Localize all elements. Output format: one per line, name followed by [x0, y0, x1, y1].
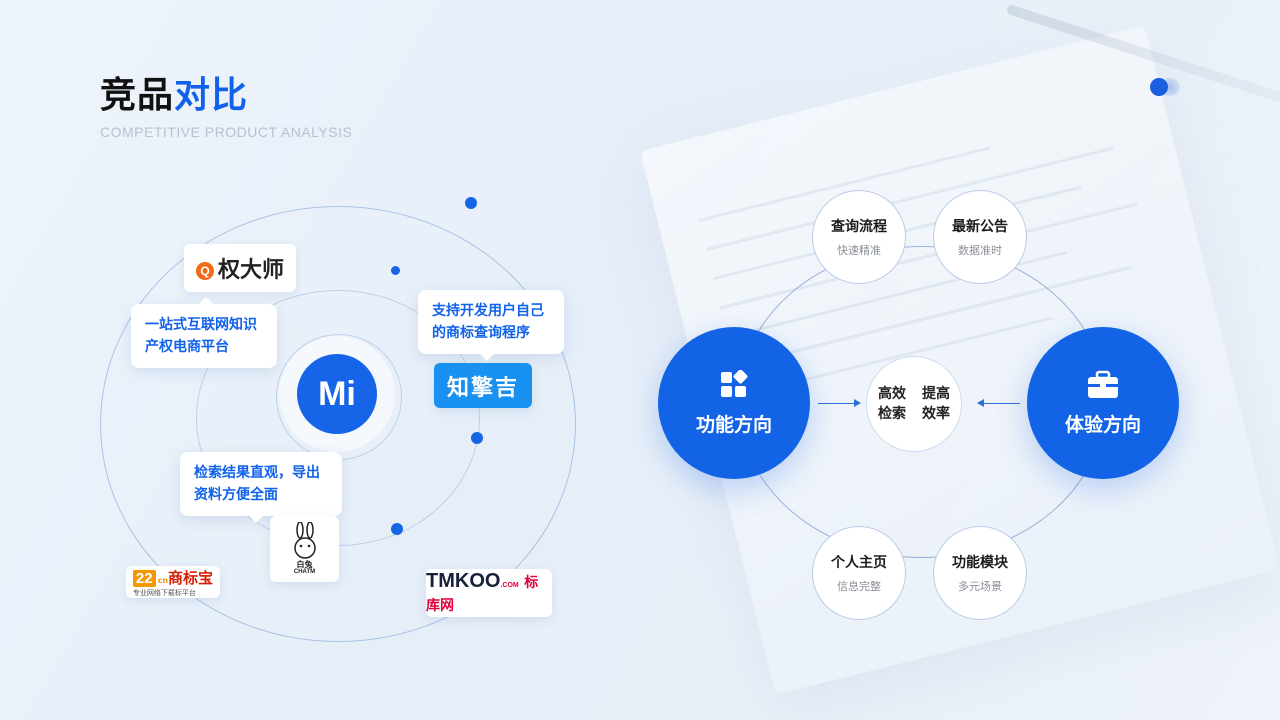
quandashi-name: 权大师 [217, 258, 284, 283]
node-title: 个人主页 [831, 555, 887, 571]
node-function-module: 功能模块 多元场景 [933, 526, 1027, 620]
decor-dots [1150, 78, 1190, 98]
shangbiaobao-sub: cn [157, 575, 169, 585]
node-title: 功能模块 [952, 555, 1008, 571]
shangbiaobao-num: 22 [132, 569, 156, 587]
quandashi-callout: 一站式互联网知识产权电商平台 [131, 304, 277, 368]
briefcase-icon [1088, 370, 1118, 398]
goal-efficient-search: 高效检索 [878, 386, 906, 422]
node-subtitle: 数据准时 [958, 244, 1002, 257]
quandashi-mark: Q [195, 262, 214, 280]
outer-ring [100, 206, 576, 642]
baitu-logo-cn: 白兔 [296, 560, 313, 569]
goal-improve-efficiency: 提高效率 [922, 386, 950, 422]
title-accent-part: 对比 [174, 75, 249, 116]
orbit-dot [471, 432, 483, 444]
title-dark-part: 竞品 [100, 75, 175, 116]
node-title: 查询流程 [831, 219, 887, 235]
experience-direction-circle: 体验方向 [1027, 327, 1179, 479]
function-direction-circle: 功能方向 [658, 327, 810, 479]
node-subtitle: 快速精准 [837, 244, 881, 257]
node-latest-notice: 最新公告 数据准时 [933, 190, 1027, 284]
rabbit-icon [293, 522, 316, 559]
experience-direction-label: 体验方向 [1064, 413, 1141, 436]
node-subtitle: 信息完整 [837, 580, 881, 593]
zhiqingji-callout-text: 支持开发用户自己的商标查询程序 [432, 303, 544, 341]
center-goals-circle: 高效检索 提高效率 [866, 356, 962, 452]
page-title: 竞品对比 [100, 66, 248, 118]
baitu-callout: 检索结果直观，导出资料方便全面 [180, 452, 342, 516]
apps-grid-icon [721, 369, 748, 397]
tmkoo-logo-text: TMKOO.COM 标库网 [426, 570, 552, 616]
function-direction-label: 功能方向 [695, 413, 772, 436]
node-subtitle: 多元场景 [958, 580, 1002, 593]
tmkoo-cn: 标库网 [426, 574, 539, 613]
baitu-logo: 白兔 CHATM [270, 516, 339, 582]
zhiqingji-logo-text: 知擎吉 [446, 375, 519, 401]
m-logo-icon: Mi [297, 354, 377, 434]
node-title: 最新公告 [952, 219, 1008, 235]
baitu-logo-en: CHATM [293, 569, 316, 575]
orbit-dot [391, 523, 403, 535]
arrow-left-icon [977, 399, 1020, 407]
baitu-callout-text: 检索结果直观，导出资料方便全面 [194, 465, 320, 503]
shangbiaobao-tagline: 专业网络下载标平台 [132, 588, 196, 597]
zhiqingji-logo: 知擎吉 [434, 363, 532, 408]
page-subtitle: COMPETITIVE PRODUCT ANALYSIS [100, 124, 353, 140]
arrow-right-icon [818, 399, 861, 407]
quandashi-callout-text: 一站式互联网知识产权电商平台 [145, 317, 257, 355]
orbit-dot [465, 197, 477, 209]
tmkoo-main: TMKOO [426, 570, 501, 592]
tmkoo-com: .COM [500, 582, 519, 589]
zhiqingji-callout: 支持开发用户自己的商标查询程序 [418, 290, 564, 354]
node-query-flow: 查询流程 快速精准 [812, 190, 906, 284]
shangbiaobao-name: 商标宝 [168, 568, 214, 587]
node-personal-page: 个人主页 信息完整 [812, 526, 906, 620]
tmkoo-logo: TMKOO.COM 标库网 [426, 569, 552, 617]
center-logo-text: Mi [318, 374, 356, 413]
orbit-dot [391, 266, 400, 275]
